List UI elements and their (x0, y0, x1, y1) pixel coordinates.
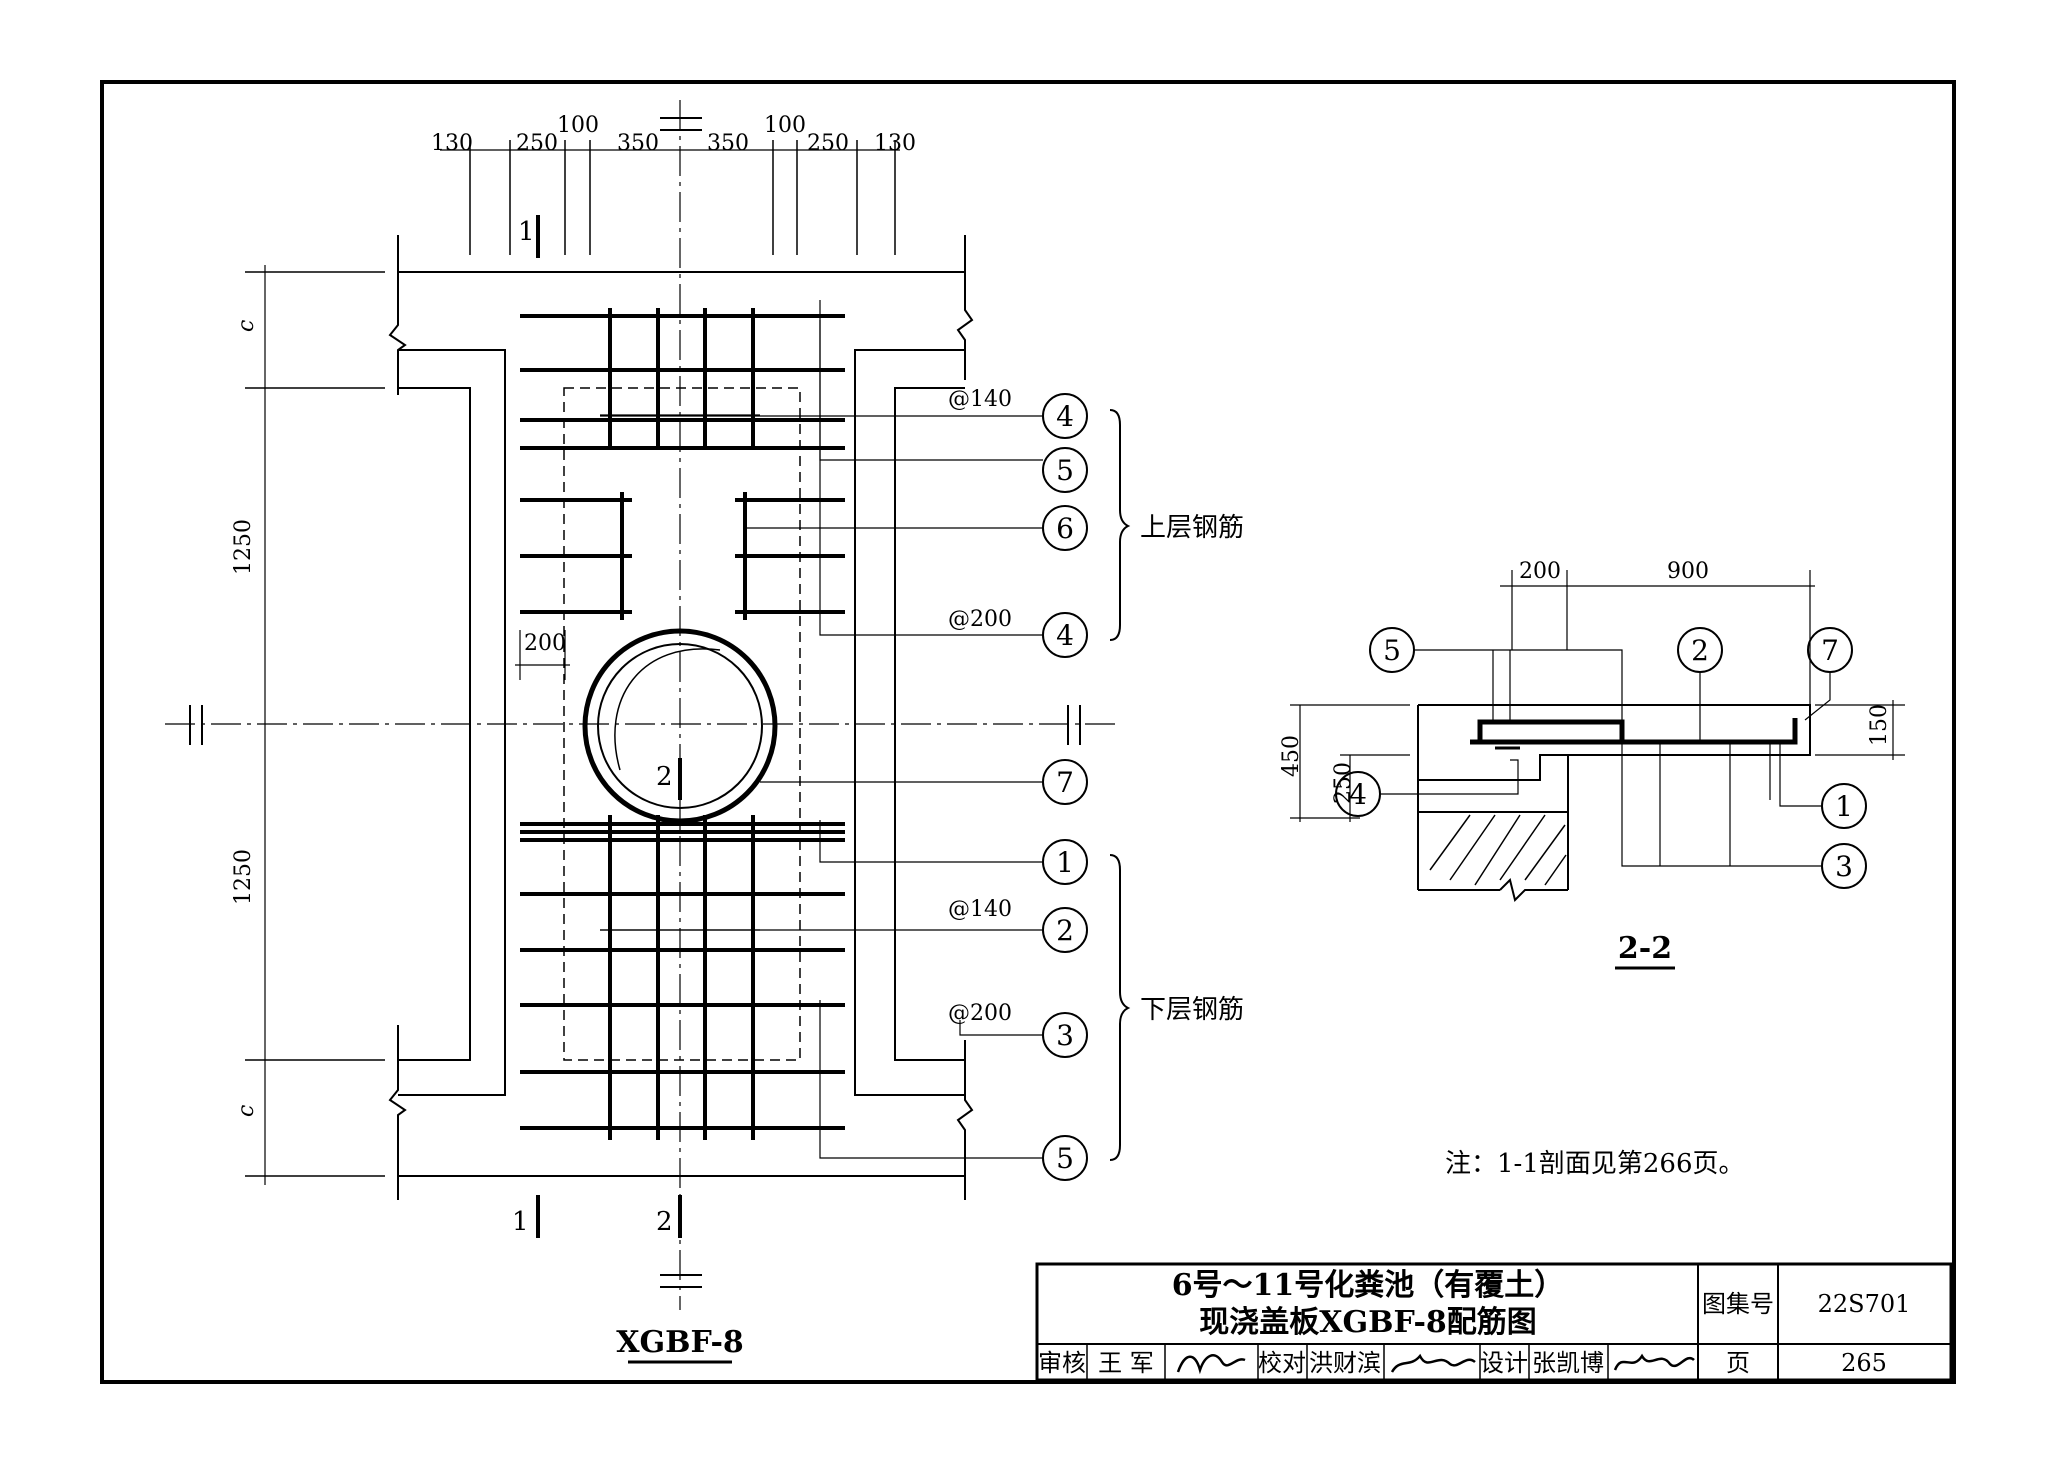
title-line-2: 现浇盖板XGBF-8配筋图 (1199, 1305, 1537, 1340)
section-callout-1: 1 (1835, 790, 1853, 823)
checker-signature (1390, 1353, 1476, 1373)
section-callout-4: 4 (1349, 778, 1367, 811)
section-mark-1-top: 1 (518, 217, 535, 247)
section-mark-2-bottom: 2 (656, 1207, 673, 1237)
top-dim-4: 350 (617, 131, 659, 156)
top-dim-6: 100 (764, 113, 806, 138)
section-mark-2-mid: 2 (656, 762, 673, 792)
callout-4-upper-a: 4 (1056, 400, 1074, 433)
callout-7-plan: 7 (1056, 766, 1074, 799)
section-callout-3: 3 (1835, 850, 1853, 883)
left-dim-c-bottom: c (234, 1105, 259, 1117)
review-label: 审核 (1038, 1349, 1086, 1377)
section-dim-900: 900 (1667, 559, 1709, 584)
left-dim-1250-top: 1250 (231, 519, 256, 575)
section-dim-150: 150 (1867, 704, 1892, 746)
left-dim-1250-bottom: 1250 (231, 849, 256, 905)
group-upper-label: 上层钢筋 (1140, 513, 1244, 543)
atlas-label: 图集号 (1702, 1290, 1774, 1318)
note-text: 注：1-1剖面见第266页。 (1445, 1149, 1745, 1179)
spacing-lower-140: @140 (948, 897, 1012, 922)
reviewer-signature (1176, 1354, 1246, 1375)
top-dim-3: 100 (557, 113, 599, 138)
spacing-upper-200: @200 (948, 607, 1012, 632)
callout-5-lower: 5 (1056, 1142, 1074, 1175)
top-dim-2: 250 (516, 131, 558, 156)
callout-5-upper: 5 (1056, 454, 1074, 487)
sheet-frame (100, 80, 1956, 1384)
opening-dim: 200 (524, 631, 566, 656)
design-label: 设计 (1480, 1349, 1528, 1377)
checker-name: 洪财滨 (1309, 1349, 1381, 1377)
left-dim-c-top: c (234, 320, 259, 332)
section-mark-1-bottom: 1 (512, 1207, 529, 1237)
group-lower-label: 下层钢筋 (1140, 995, 1244, 1025)
atlas-number: 22S701 (1818, 1290, 1911, 1318)
page-number: 265 (1841, 1349, 1887, 1377)
title-block-text: 6号～11号化粪池（有覆土） 现浇盖板XGBF-8配筋图 图集号 22S701 … (1038, 1268, 1910, 1377)
section-callout-7: 7 (1821, 634, 1839, 667)
page-label: 页 (1726, 1349, 1750, 1377)
callout-3-plan: 3 (1056, 1019, 1074, 1052)
top-dim-5: 350 (707, 131, 749, 156)
top-dim-7: 250 (807, 131, 849, 156)
section-dim-450: 450 (1279, 735, 1304, 777)
callout-2-plan: 2 (1056, 914, 1074, 947)
title-block (1035, 1262, 1953, 1382)
section-callout-5: 5 (1383, 634, 1401, 667)
designer-signature (1613, 1353, 1695, 1371)
section-view (1290, 570, 1905, 970)
spacing-upper-140: @140 (948, 387, 1012, 412)
section-title: 2-2 (1618, 931, 1672, 966)
title-line-1: 6号～11号化粪池（有覆土） (1172, 1268, 1565, 1303)
section-dim-250: 250 (1331, 762, 1356, 804)
designer-name: 张凯博 (1532, 1349, 1604, 1377)
callout-4-upper-b: 4 (1056, 619, 1074, 652)
plan-labels: 130 250 100 350 350 100 250 130 c 1250 1… (231, 113, 1244, 1360)
section-dim-200: 200 (1519, 559, 1561, 584)
callout-6: 6 (1056, 512, 1074, 545)
top-dim-1: 130 (431, 131, 473, 156)
top-dim-8: 130 (874, 131, 916, 156)
plan-view (165, 100, 1131, 1364)
callout-1-plan: 1 (1056, 846, 1074, 879)
plan-title: XGBF-8 (616, 1325, 744, 1360)
spacing-lower-200: @200 (948, 1001, 1012, 1026)
section-callout-2: 2 (1691, 634, 1709, 667)
reviewer-name: 王 军 (1098, 1349, 1154, 1377)
section-labels: 200 900 450 250 150 5 2 7 4 1 3 2-2 注：1-… (1279, 559, 1892, 1179)
check-label: 校对 (1258, 1349, 1306, 1377)
